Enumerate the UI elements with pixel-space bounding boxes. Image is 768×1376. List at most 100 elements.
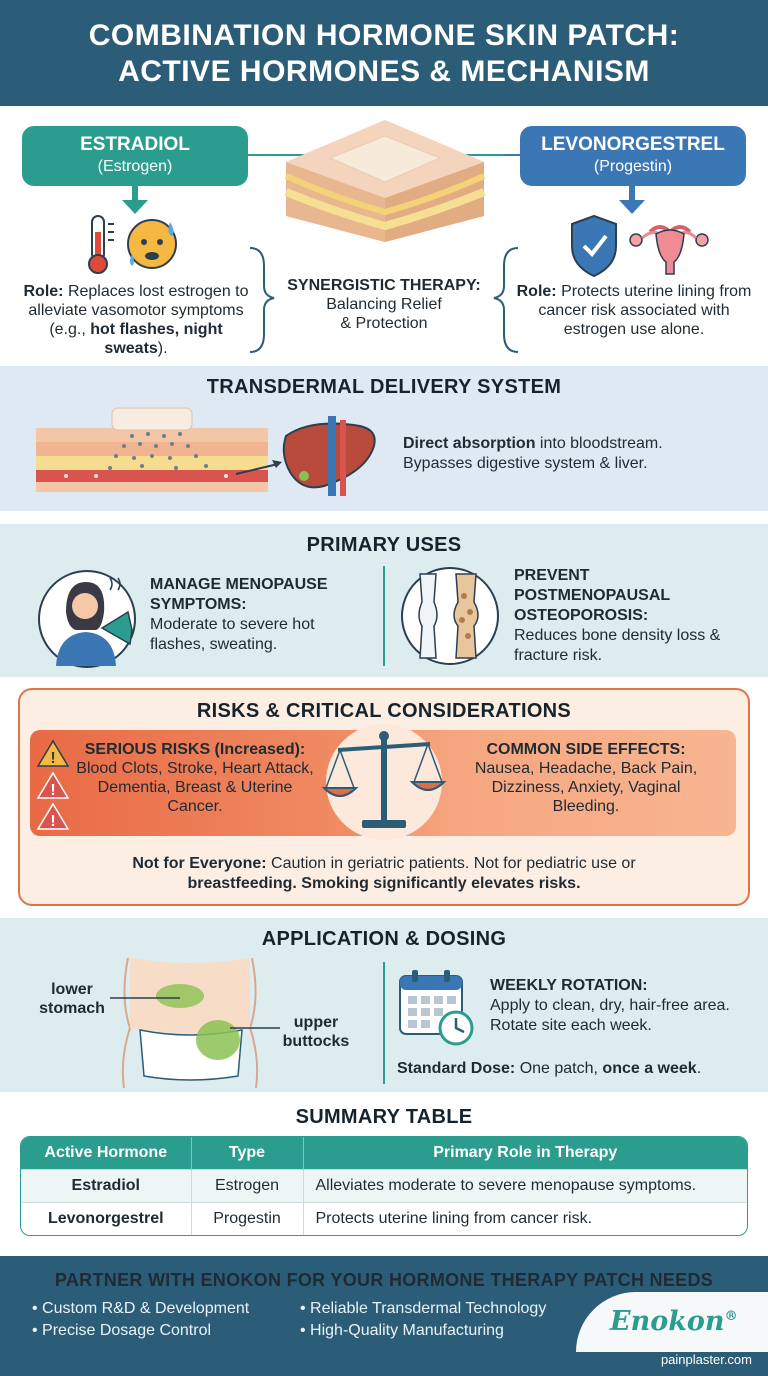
synergy-title: SYNERGISTIC THERAPY: [287, 277, 481, 294]
logo-panel [576, 1292, 768, 1352]
synergy-line-1: Balancing Relief [326, 296, 442, 313]
dose-end: . [696, 1060, 702, 1077]
weekly-rotation: WEEKLY ROTATION: Apply to clean, dry, ha… [490, 976, 750, 1036]
site-2-line-a: upper [293, 1014, 339, 1031]
standard-dose: Standard Dose: One patch, once a week. [397, 1059, 757, 1079]
estradiol-header-box: ESTRADIOL (Estrogen) [22, 126, 248, 186]
application-title: APPLICATION & DOSING [261, 928, 507, 950]
header-line-2: ACTIVE HORMONES & MECHANISM [118, 55, 650, 88]
thermometer-icon [88, 215, 177, 274]
warning-icon: ! [36, 739, 70, 767]
warning-icons: ! ! ! [36, 739, 70, 830]
transdermal-description: Direct absorption into bloodstream. Bypa… [403, 434, 743, 474]
common-side-effects: COMMON SIDE EFFECTS: Nausea, Headache, B… [462, 740, 710, 816]
estradiol-role-text: Replaces lost estrogen to alleviate vaso… [28, 283, 249, 338]
warning-icon: ! [36, 802, 70, 830]
levonorgestrel-name: LEVONORGESTREL [541, 134, 725, 155]
table-cell: Estrogen [190, 1168, 303, 1202]
footer-item: • Custom R&D & Development [32, 1300, 250, 1317]
role-label: Role: [516, 283, 557, 300]
summary-table: Active Hormone Type Primary Role in Ther… [20, 1136, 748, 1236]
website-link[interactable]: painplaster.com [660, 1352, 752, 1367]
woman-fanning-icon [38, 570, 136, 668]
uterus-icon [629, 225, 709, 275]
synergy-line-2: & Protection [340, 315, 428, 332]
footer-item-text: High-Quality Manufacturing [310, 1322, 504, 1339]
col-header: Active Hormone [21, 1137, 191, 1169]
table-cell: Estradiol [21, 1168, 191, 1202]
serious-risks: SERIOUS RISKS (Increased): Blood Clots, … [70, 740, 320, 816]
estradiol-role-end: ). [157, 340, 168, 357]
footer-item-text: Reliable Transdermal Technology [310, 1300, 547, 1317]
risk-note: Not for Everyone: Caution in geriatric p… [60, 854, 708, 894]
header-line-1: COMBINATION HORMONE SKIN PATCH: [88, 19, 680, 52]
logo-text: Enokon [610, 1306, 725, 1337]
use2-text: Reduces bone density loss & fracture ris… [514, 627, 721, 664]
table-header-row: Active Hormone Type Primary Role in Ther… [21, 1137, 747, 1169]
dose-text: One patch, [515, 1060, 603, 1077]
use-prevent-osteoporosis: PREVENT POSTMENOPAUSAL OSTEOPOROSIS: Red… [514, 566, 744, 666]
primary-uses-title: PRIMARY USES [306, 534, 462, 556]
site-lower-stomach: lower stomach [24, 980, 120, 1018]
bone-joint-icon [401, 567, 499, 665]
site-2-line-b: buttocks [282, 1033, 350, 1050]
absorption-bold: Direct absorption [403, 435, 536, 452]
site-upper-buttocks: upper buttocks [276, 1013, 356, 1051]
page-header: COMBINATION HORMONE SKIN PATCH: ACTIVE H… [0, 0, 768, 106]
use2-head-1: PREVENT [514, 567, 590, 584]
absorption-text: into bloodstream. [535, 435, 663, 452]
table-cell: Progestin [190, 1201, 303, 1235]
logo-registered: ® [724, 1309, 738, 1324]
estradiol-role: Role: Replaces lost estrogen to alleviat… [18, 282, 254, 358]
divider [383, 566, 385, 666]
use2-head-2: POSTMENOPAUSAL [514, 587, 671, 604]
table-cell: Alleviates moderate to severe menopause … [302, 1168, 747, 1202]
footer-item: • Precise Dosage Control [32, 1322, 212, 1339]
col-header: Type [190, 1137, 303, 1169]
liver-icon [282, 416, 376, 496]
table-cell: Protects uterine lining from cancer risk… [302, 1201, 747, 1235]
footer-item: • Reliable Transdermal Technology [300, 1300, 547, 1317]
serious-risks-title: SERIOUS RISKS (Increased): [84, 741, 306, 758]
table-row: Levonorgestrel Progestin Protects uterin… [21, 1201, 747, 1235]
serious-risks-text: Blood Clots, Stroke, Heart Attack, Demen… [76, 760, 314, 815]
use-menopause-symptoms: MANAGE MENOPAUSE SYMPTOMS: Moderate to s… [150, 575, 370, 655]
application-section: APPLICATION & DOSING [0, 918, 768, 1092]
estradiol-role-bold: hot flashes, night sweats [90, 321, 223, 357]
skin-absorption-illustration [36, 407, 376, 496]
footer-item-text: Precise Dosage Control [42, 1322, 212, 1339]
table-cell: Levonorgestrel [21, 1201, 191, 1235]
estradiol-type: (Estrogen) [97, 158, 173, 175]
bypass-text: Bypasses digestive system & liver. [403, 455, 648, 472]
rotation-text: Apply to clean, dry, hair-free area. Rot… [490, 997, 730, 1034]
col-header: Primary Role in Therapy [302, 1137, 747, 1169]
levonorgestrel-role-text: Protects uterine lining from cancer risk… [538, 283, 752, 338]
site-1-line-b: stomach [39, 1000, 105, 1017]
svg-text:!: ! [50, 813, 55, 830]
note-text: Caution in geriatric patients. Not for p… [266, 855, 636, 872]
divider [383, 962, 385, 1084]
common-side-effects-title: COMMON SIDE EFFECTS: [486, 741, 686, 758]
estradiol-name: ESTRADIOL [80, 134, 190, 155]
skin-patch-illustration [284, 120, 486, 242]
dose-label: Standard Dose: [397, 1060, 516, 1077]
note-bold-2: breastfeeding. [187, 875, 297, 892]
svg-text:!: ! [50, 782, 55, 799]
enokon-logo[interactable]: Enokon® [610, 1306, 738, 1337]
shield-icon [571, 214, 709, 278]
use1-head-2: SYMPTOMS: [150, 596, 247, 613]
footer-item: • High-Quality Manufacturing [300, 1322, 504, 1339]
summary-title: SUMMARY TABLE [295, 1106, 473, 1128]
footer-title: PARTNER WITH ENOKON FOR YOUR HORMONE THE… [54, 1270, 714, 1290]
site-1-line-a: lower [51, 981, 93, 998]
body-application-sites [110, 958, 280, 1088]
transdermal-title: TRANSDERMAL DELIVERY SYSTEM [206, 376, 562, 398]
use1-text: Moderate to severe hot flashes, sweating… [150, 616, 315, 653]
calendar-icon [399, 970, 474, 1046]
note-bold: Not for Everyone: [132, 855, 267, 872]
footer-item-text: Custom R&D & Development [42, 1300, 250, 1317]
synergistic-therapy: SYNERGISTIC THERAPY: Balancing Relief & … [272, 276, 496, 333]
use2-head-3: OSTEOPOROSIS: [514, 607, 649, 624]
levonorgestrel-header-box: LEVONORGESTREL (Progestin) [520, 126, 746, 186]
